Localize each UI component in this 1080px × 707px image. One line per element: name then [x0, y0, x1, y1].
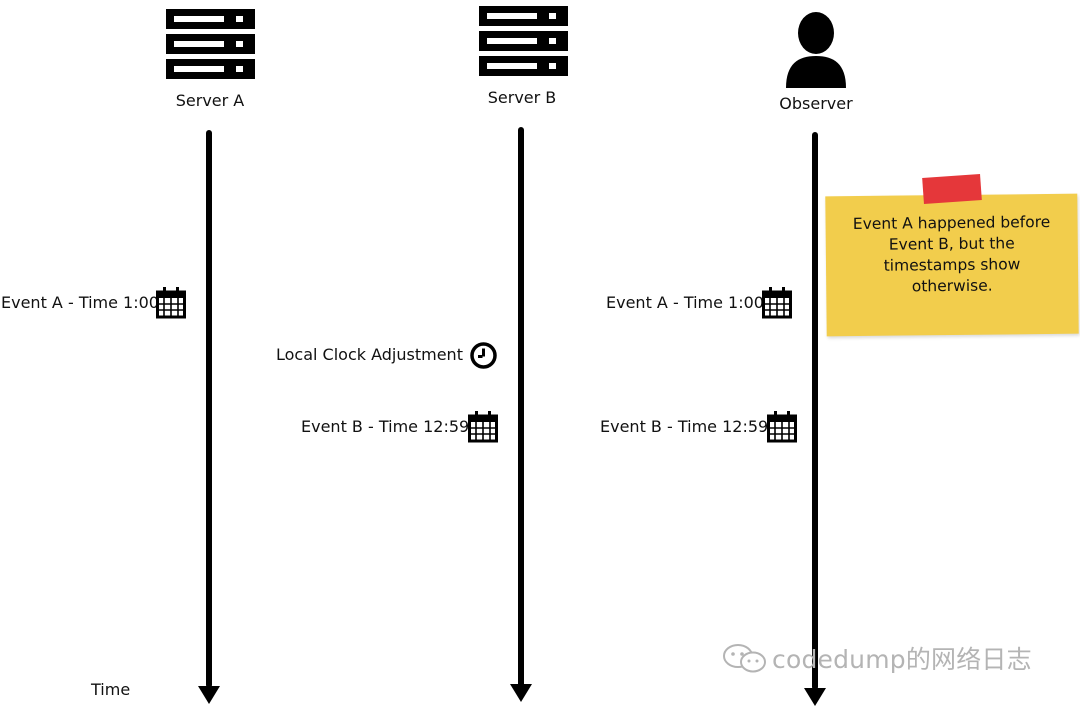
chat-bubble-icon: [722, 643, 768, 679]
server-b-event-b-label: Event B - Time 12:59: [301, 417, 470, 436]
observer-event-b-label: Event B - Time 12:59: [600, 417, 769, 436]
calendar-icon: [468, 411, 498, 447]
sticky-note-line: otherwise.: [911, 276, 993, 296]
tape-strip: [922, 174, 982, 204]
server-a-timeline: [206, 130, 212, 688]
time-axis-label: Time: [91, 680, 131, 699]
user-icon: [784, 12, 848, 92]
observer-event-a-label: Event A - Time 1:00: [606, 293, 764, 312]
server-b-icon: [479, 6, 568, 80]
sticky-note-line: Event A happened before: [852, 212, 1051, 234]
server-b-timeline-arrow: [510, 684, 532, 702]
observer-title: Observer: [779, 94, 853, 113]
calendar-icon: [156, 287, 186, 323]
sticky-note: Event A happened before Event B, but the…: [825, 193, 1079, 337]
server-a-event-a-label: Event A - Time 1:00: [1, 293, 159, 312]
server-b-timeline: [518, 127, 524, 687]
sticky-note-text: Event A happened before Event B, but the…: [825, 212, 1078, 299]
server-b-title: Server B: [487, 88, 557, 107]
watermark-text: codedump的网络日志: [772, 645, 1032, 674]
server-a-icon: [166, 9, 255, 83]
clock-adjustment-label: Local Clock Adjustment: [276, 345, 463, 364]
server-a-title: Server A: [175, 91, 245, 110]
calendar-icon: [767, 411, 797, 447]
observer-timeline: [812, 132, 818, 690]
sticky-note-line: Event B, but the: [888, 234, 1015, 254]
calendar-icon: [762, 287, 792, 323]
observer-timeline-arrow: [804, 688, 826, 706]
server-a-timeline-arrow: [198, 686, 220, 704]
sticky-note-line: timestamps show: [883, 255, 1021, 275]
clock-icon: [469, 341, 498, 374]
